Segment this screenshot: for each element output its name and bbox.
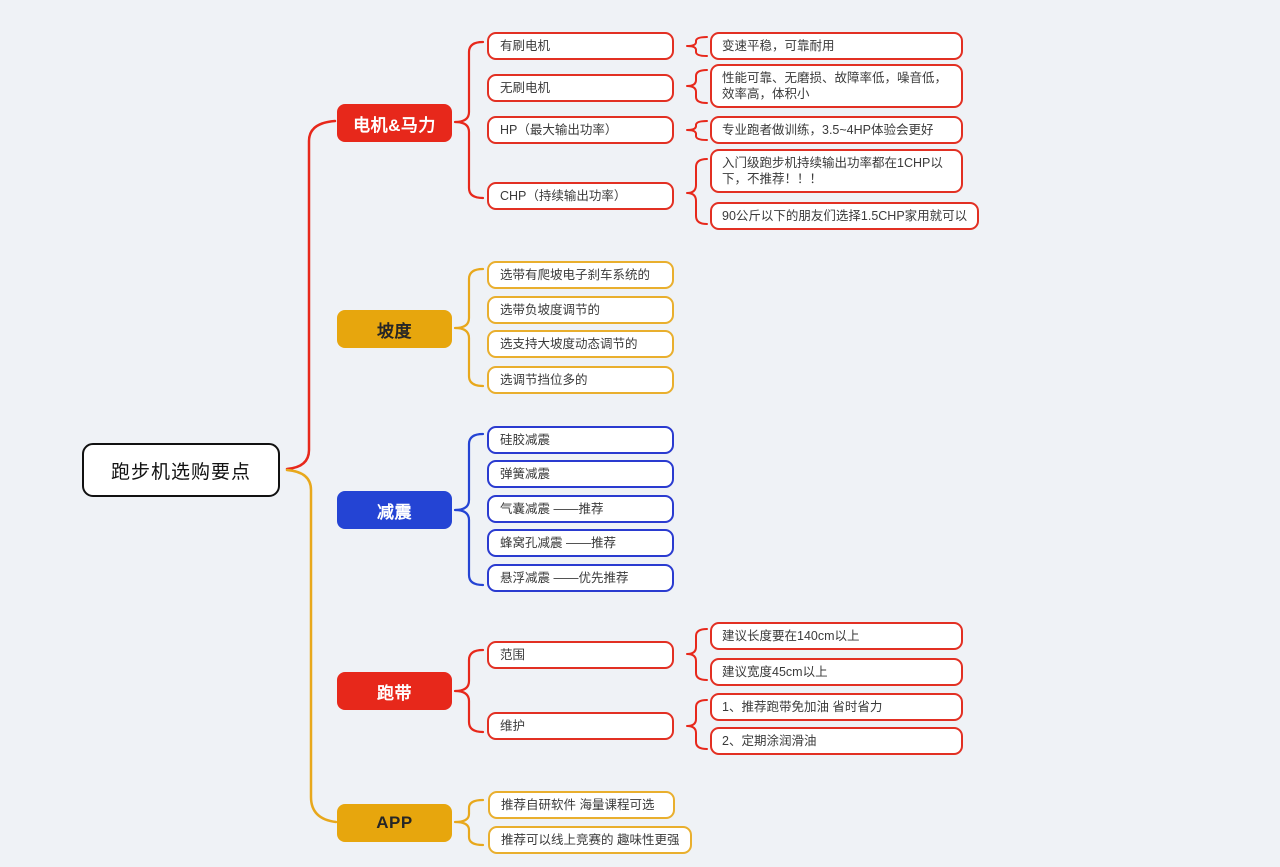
detail-node[interactable]: 90公斤以下的朋友们选择1.5CHP家用就可以 — [710, 202, 980, 230]
root-brace-top — [285, 119, 337, 471]
brace-range — [686, 628, 708, 681]
brace-chp — [686, 158, 708, 225]
brace-brushed — [686, 36, 708, 57]
branch-incline[interactable]: 坡度 — [337, 310, 452, 348]
branch-motor-power[interactable]: 电机&马力 — [337, 104, 452, 142]
brace-brushless — [686, 69, 708, 104]
detail-node[interactable]: 建议长度要在140cm以上 — [710, 622, 963, 650]
topic-node[interactable]: 蜂窝孔减震 ——推荐 — [487, 529, 674, 557]
topic-brushless-motor[interactable]: 无刷电机 — [487, 74, 674, 102]
topic-hp[interactable]: HP（最大输出功率） — [487, 116, 674, 144]
topic-node[interactable]: 推荐自研软件 海量课程可选 — [488, 791, 675, 819]
topic-node[interactable]: 硅胶减震 — [487, 426, 674, 454]
brace-belt — [453, 648, 485, 734]
brace-damping — [453, 432, 485, 587]
topic-node[interactable]: 气囊减震 ——推荐 — [487, 495, 674, 523]
topic-node[interactable]: 悬浮减震 ——优先推荐 — [487, 564, 674, 592]
topic-node[interactable]: 弹簧减震 — [487, 460, 674, 488]
topic-node[interactable]: 选调节挡位多的 — [487, 366, 674, 394]
topic-node[interactable]: 选支持大坡度动态调节的 — [487, 330, 674, 358]
detail-node[interactable]: 变速平稳，可靠耐用 — [710, 32, 963, 60]
root-node[interactable]: 跑步机选购要点 — [82, 443, 280, 497]
brace-app — [453, 798, 485, 847]
detail-node[interactable]: 入门级跑步机持续输出功率都在1CHP以下，不推荐！！！ — [710, 149, 963, 193]
topic-brushed-motor[interactable]: 有刷电机 — [487, 32, 674, 60]
detail-node[interactable]: 性能可靠、无磨损、故障率低，噪音低，效率高，体积小 — [710, 64, 963, 108]
detail-node[interactable]: 1、推荐跑带免加油 省时省力 — [710, 693, 963, 721]
detail-node[interactable]: 2、定期涂润滑油 — [710, 727, 963, 755]
brace-incline — [453, 267, 485, 388]
branch-app[interactable]: APP — [337, 804, 452, 842]
topic-node[interactable]: 推荐可以线上竞赛的 趣味性更强 — [488, 826, 693, 854]
topic-node[interactable]: 选带负坡度调节的 — [487, 296, 674, 324]
root-brace-bottom — [285, 468, 338, 824]
brace-maintain — [686, 699, 708, 750]
branch-belt[interactable]: 跑带 — [337, 672, 452, 710]
detail-node[interactable]: 建议宽度45cm以上 — [710, 658, 963, 686]
brace-hp — [686, 120, 708, 141]
brace-motor — [453, 40, 485, 200]
topic-maintenance[interactable]: 维护 — [487, 712, 674, 740]
topic-chp[interactable]: CHP（持续输出功率） — [487, 182, 674, 210]
topic-node[interactable]: 选带有爬坡电子刹车系统的 — [487, 261, 674, 289]
detail-node[interactable]: 专业跑者做训练，3.5~4HP体验会更好 — [710, 116, 963, 144]
topic-range[interactable]: 范围 — [487, 641, 674, 669]
branch-damping[interactable]: 减震 — [337, 491, 452, 529]
